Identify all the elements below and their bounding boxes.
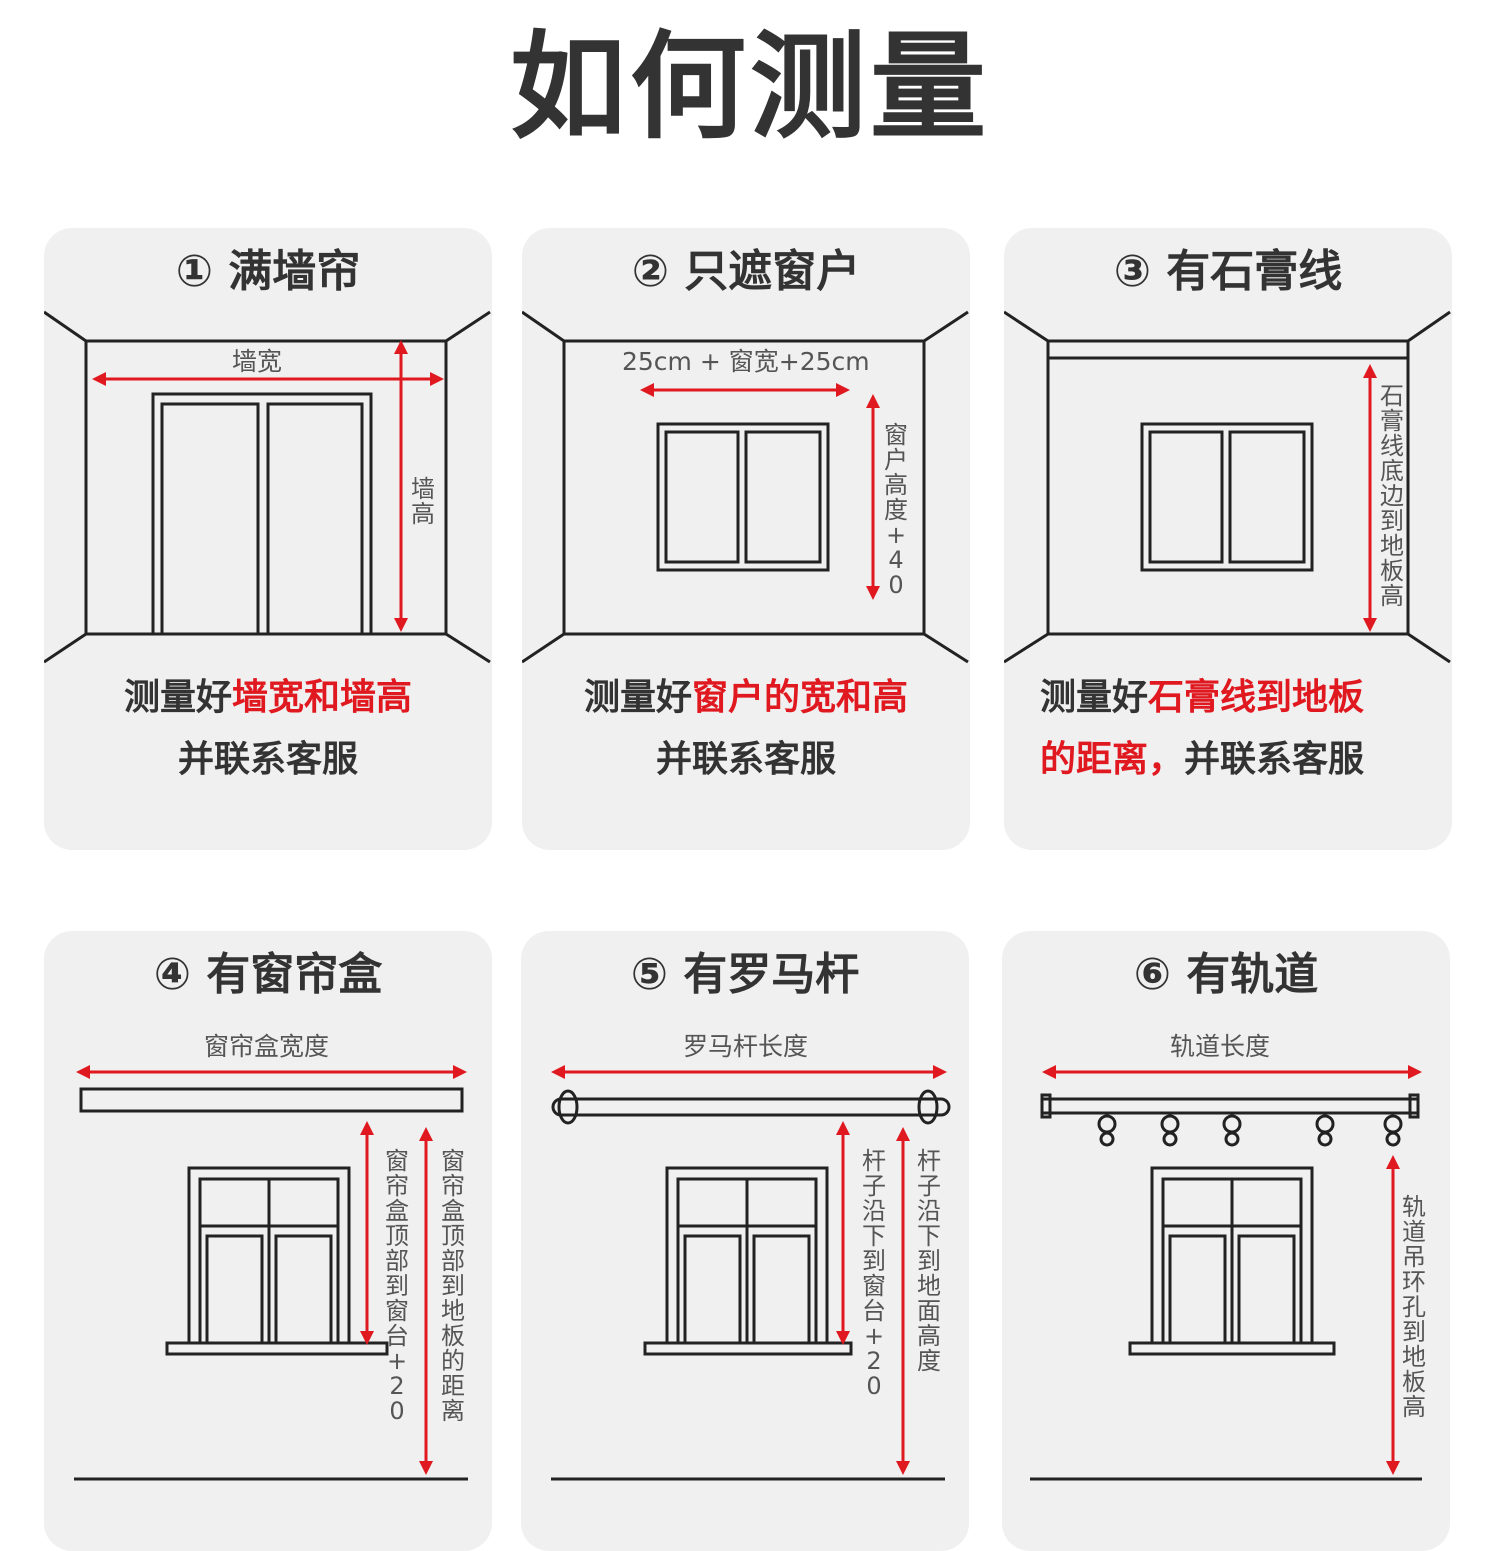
card-window-only: ② 只遮窗户 25cm + 窗宽+25cm 窗户高度+40 测量好窗户的宽和高 … <box>522 228 970 850</box>
card-caption-line2: 并联系客服 <box>177 739 358 780</box>
roman-rod-diagram <box>551 1065 951 1481</box>
window-width-label: 25cm + 窗宽+25cm <box>622 347 870 376</box>
card-caption: 测量好窗户的宽和高 <box>583 677 909 718</box>
curtain-box-diagram <box>74 1065 468 1481</box>
card-caption-line2: 并联系客服 <box>655 739 836 780</box>
card-full-wall: ① 满墙帘 墙宽 墙高 测量好墙宽和墙高 并联系客服 <box>44 228 492 850</box>
card-caption: 测量好石膏线到地板 <box>1040 677 1365 718</box>
track-to-floor-label: 轨道吊环孔到地板高 <box>1402 1193 1426 1421</box>
full-wall-diagram <box>44 310 491 664</box>
window-only-diagram <box>522 310 969 664</box>
box-width-label: 窗帘盒宽度 <box>204 1032 330 1061</box>
wall-height-label: 墙高 <box>411 475 435 528</box>
card-title: ① 满墙帘 <box>175 246 361 297</box>
track-diagram <box>1030 1065 1422 1481</box>
card-caption-line2: 的距离，并联系客服 <box>1040 739 1365 780</box>
card-title: ⑥ 有轨道 <box>1133 949 1319 1000</box>
rod-length-label: 罗马杆长度 <box>683 1032 809 1061</box>
rod-to-sill-label: 杆子沿下到窗台+20 <box>862 1147 886 1400</box>
plaster-height-label: 石膏线底边到地板高 <box>1380 382 1404 610</box>
card-roman-rod: ⑤ 有罗马杆 罗马杆长度 杆子沿下到窗台+20 杆子沿下到地面高度 <box>521 931 969 1551</box>
card-title: ② 只遮窗户 <box>631 246 861 297</box>
track-length-label: 轨道长度 <box>1170 1032 1271 1061</box>
card-title: ⑤ 有罗马杆 <box>630 949 860 1000</box>
plaster-line-diagram <box>1004 310 1451 664</box>
card-caption: 测量好墙宽和墙高 <box>123 677 413 718</box>
box-to-sill-label: 窗帘盒顶部到窗台+20 <box>385 1147 409 1425</box>
card-track: ⑥ 有轨道 轨道长度 轨道吊环孔到地板高 <box>1002 931 1450 1551</box>
card-plaster-line: ③ 有石膏线 石膏线底边到地板高 测量好石膏线到地板 的距离，并联系客服 <box>1004 228 1452 850</box>
wall-width-label: 墙宽 <box>232 347 283 376</box>
rod-to-floor-label: 杆子沿下到地面高度 <box>917 1147 941 1375</box>
box-to-floor-label: 窗帘盒顶部到地板的距离 <box>441 1147 465 1425</box>
card-title: ④ 有窗帘盒 <box>153 949 383 1000</box>
card-curtain-box: ④ 有窗帘盒 窗帘盒宽度 窗帘盒顶部到窗台+20 窗帘盒顶部到地板的距离 <box>44 931 492 1551</box>
card-title: ③ 有石膏线 <box>1113 246 1343 297</box>
window-height-label: 窗户高度+40 <box>884 421 908 599</box>
page-title: 如何测量 <box>510 20 990 155</box>
